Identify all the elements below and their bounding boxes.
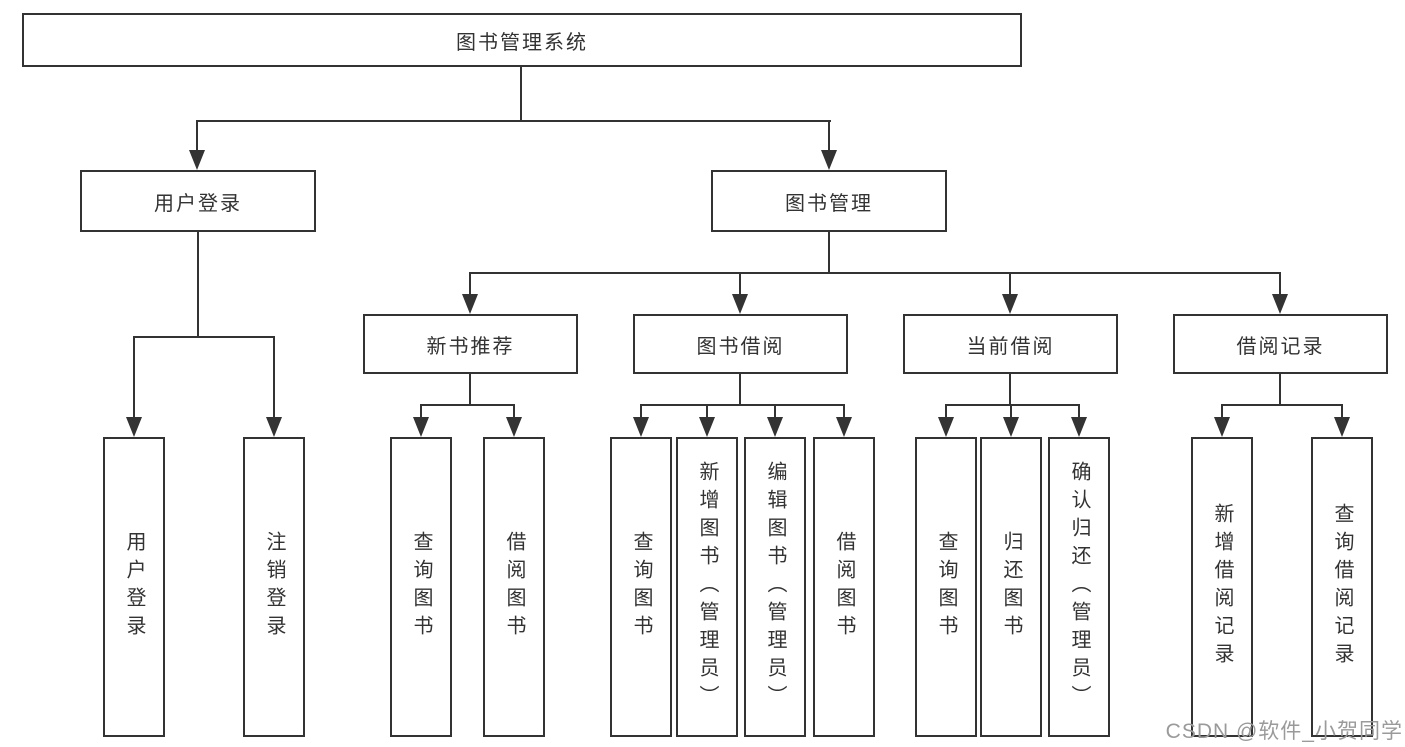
leaf-label: 用户登录 <box>123 531 145 643</box>
node-book-management-system: 图书管理系统 <box>22 13 1022 67</box>
arrowhead-icon <box>1071 417 1087 437</box>
connector-g4-stub <box>1221 404 1223 417</box>
connector-stub-current-borrowing <box>1009 272 1011 294</box>
connector-stub-book-management <box>828 120 830 150</box>
leaf-label: 查询图书 <box>630 531 652 643</box>
leaf-query-books-recommend: 查询图书 <box>390 437 452 737</box>
leaf-return-books: 归还图书 <box>980 437 1042 737</box>
leaf-edit-books-admin: 编辑图书（管理员） <box>744 437 806 737</box>
arrowhead-icon <box>767 417 783 437</box>
connector-g1-stub <box>420 404 422 417</box>
leaf-label: 查询图书 <box>935 531 957 643</box>
connector-stub-book-borrowing <box>739 272 741 294</box>
node-current-borrowing: 当前借阅 <box>903 314 1118 374</box>
leaf-query-books-current: 查询图书 <box>915 437 977 737</box>
leaf-label: 查询图书 <box>410 531 432 643</box>
arrowhead-icon <box>821 150 837 170</box>
leaf-label: 注销登录 <box>263 531 285 643</box>
leaf-query-borrow-record: 查询借阅记录 <box>1311 437 1373 737</box>
connector-g4-stub <box>1341 404 1343 417</box>
arrowhead-icon <box>1272 294 1288 314</box>
connector-g3-stub <box>945 404 947 417</box>
connector-userlogin-vertical <box>197 232 199 336</box>
connector-bookmgmt-horizontal <box>469 272 1281 274</box>
node-user-login: 用户登录 <box>80 170 316 232</box>
connector-g2-stub <box>706 404 708 417</box>
leaf-label: 查询借阅记录 <box>1331 503 1353 671</box>
connector-stub-leaf-logout <box>273 336 275 417</box>
leaf-confirm-return-admin: 确认归还（管理员） <box>1048 437 1110 737</box>
arrowhead-icon <box>1334 417 1350 437</box>
connector-g3-vertical <box>1009 374 1011 405</box>
connector-bookmgmt-vertical <box>828 232 830 272</box>
connector-g3-stub <box>1010 404 1012 417</box>
arrowhead-icon <box>1002 294 1018 314</box>
leaf-user-login: 用户登录 <box>103 437 165 737</box>
leaf-label: 新增图书（管理员） <box>696 461 718 713</box>
node-new-book-recommendation: 新书推荐 <box>363 314 578 374</box>
connector-stub-new-book <box>469 272 471 294</box>
arrowhead-icon <box>189 150 205 170</box>
arrowhead-icon <box>938 417 954 437</box>
connector-g2-vertical <box>739 374 741 405</box>
connector-g1-horizontal <box>420 404 515 406</box>
connector-g1-stub <box>513 404 515 417</box>
leaf-label: 编辑图书（管理员） <box>764 461 786 713</box>
node-book-borrowing: 图书借阅 <box>633 314 848 374</box>
arrowhead-icon <box>1214 417 1230 437</box>
leaf-label: 新增借阅记录 <box>1211 503 1233 671</box>
connector-stub-user-login <box>196 120 198 150</box>
connector-stub-leaf-user-login <box>133 336 135 417</box>
arrowhead-icon <box>633 417 649 437</box>
leaf-label: 确认归还（管理员） <box>1068 461 1090 713</box>
leaf-add-books-admin: 新增图书（管理员） <box>676 437 738 737</box>
connector-g3-horizontal <box>945 404 1080 406</box>
leaf-label: 借阅图书 <box>833 531 855 643</box>
node-borrowing-records: 借阅记录 <box>1173 314 1388 374</box>
connector-root-horizontal <box>196 120 831 122</box>
connector-userlogin-horizontal <box>133 336 275 338</box>
connector-g2-horizontal <box>640 404 845 406</box>
leaf-logout: 注销登录 <box>243 437 305 737</box>
arrowhead-icon <box>126 417 142 437</box>
arrowhead-icon <box>836 417 852 437</box>
connector-g3-stub <box>1078 404 1080 417</box>
node-book-management: 图书管理 <box>711 170 947 232</box>
csdn-watermark: CSDN @软件_小贺同学 <box>1165 720 1403 743</box>
leaf-borrow-books-recommend: 借阅图书 <box>483 437 545 737</box>
arrowhead-icon <box>266 417 282 437</box>
connector-g1-vertical <box>469 374 471 405</box>
leaf-add-borrow-record: 新增借阅记录 <box>1191 437 1253 737</box>
arrowhead-icon <box>699 417 715 437</box>
connector-g4-horizontal <box>1221 404 1343 406</box>
arrowhead-icon <box>1003 417 1019 437</box>
arrowhead-icon <box>462 294 478 314</box>
leaf-label: 借阅图书 <box>503 531 525 643</box>
leaf-borrow-books-borrowing: 借阅图书 <box>813 437 875 737</box>
connector-g2-stub <box>774 404 776 417</box>
leaf-label: 归还图书 <box>1000 531 1022 643</box>
connector-g2-stub <box>640 404 642 417</box>
arrowhead-icon <box>413 417 429 437</box>
connector-g2-stub <box>843 404 845 417</box>
arrowhead-icon <box>732 294 748 314</box>
connector-stub-borrowing-records <box>1279 272 1281 294</box>
connector-g4-vertical <box>1279 374 1281 405</box>
connector-root-vertical <box>520 67 522 120</box>
leaf-query-books-borrowing: 查询图书 <box>610 437 672 737</box>
arrowhead-icon <box>506 417 522 437</box>
